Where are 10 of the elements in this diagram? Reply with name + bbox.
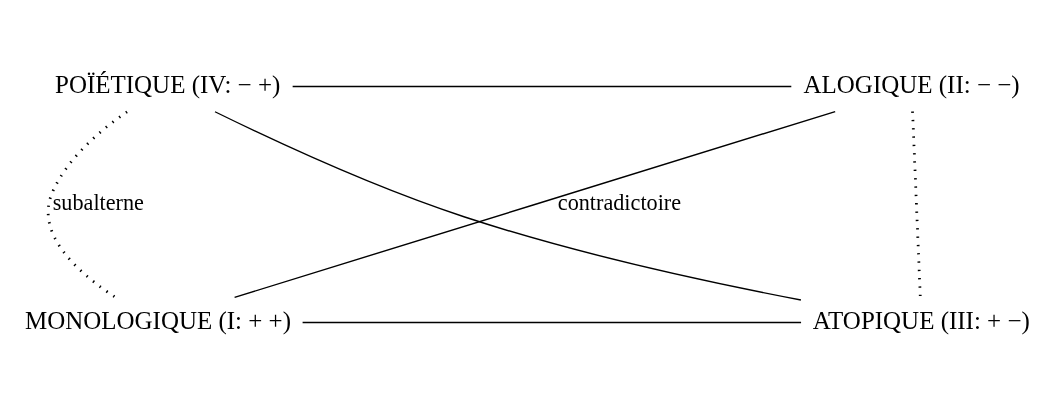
connector [301,321,802,324]
edge-label: contradictoire [557,189,682,215]
node-text: ATOPIQUE (III: + −) [812,306,1030,334]
edge-label: subalterne [52,189,144,215]
node-text: ALOGIQUE (II: − −) [803,70,1020,98]
node-text: MONOLOGIQUE (I: + +) [24,306,291,334]
connector [46,110,128,299]
node-text: POÏÉTIQUE (IV: − +) [55,70,281,98]
connector [291,85,792,88]
connector [911,111,922,298]
